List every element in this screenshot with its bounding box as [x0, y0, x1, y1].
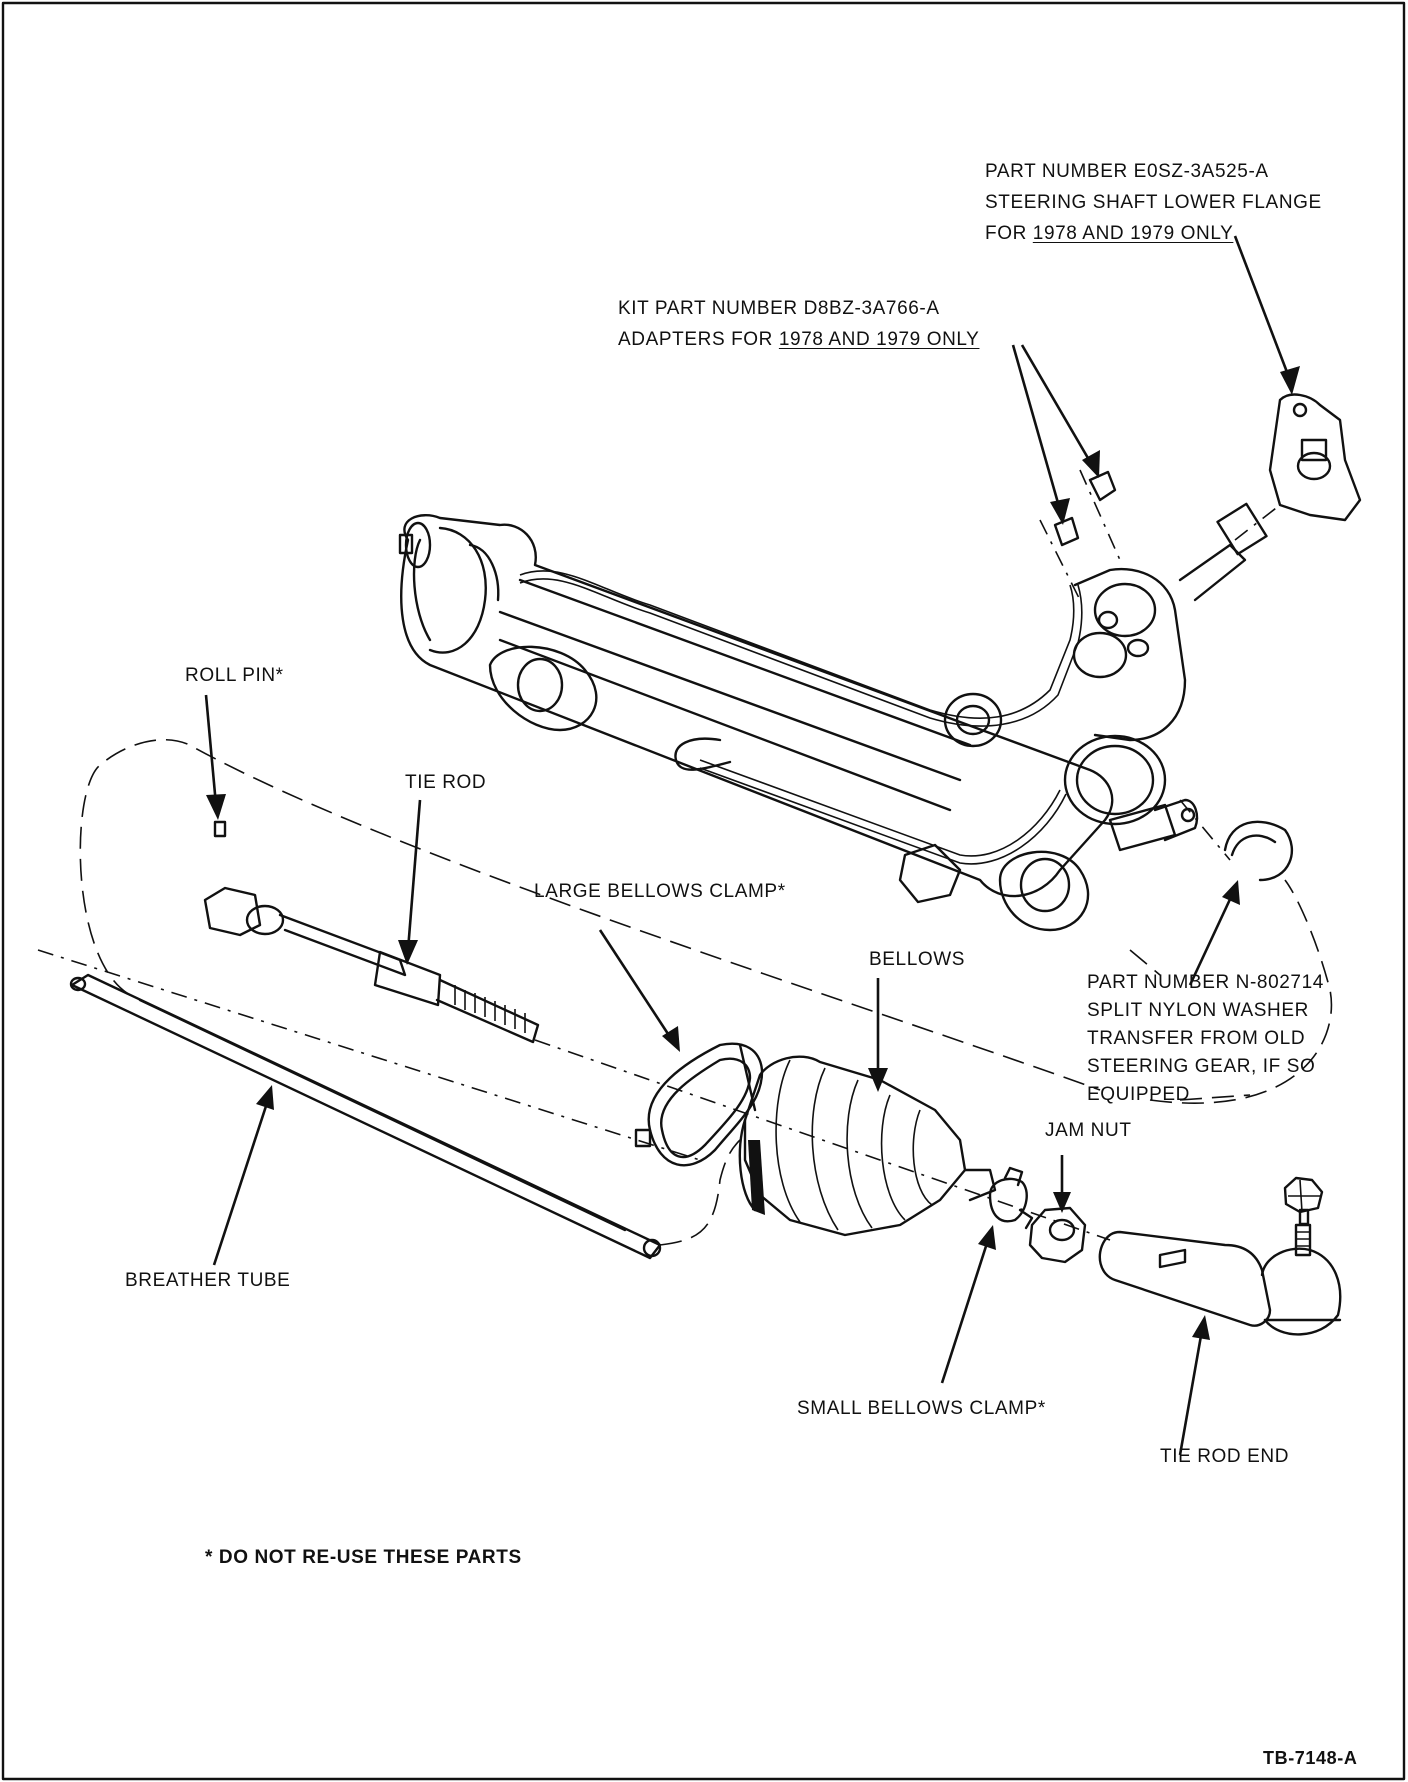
jam-nut-label: JAM NUT — [1045, 1120, 1132, 1141]
breather-tube-label: BREATHER TUBE — [125, 1270, 291, 1291]
washer-label-line5: EQUIPPED — [1087, 1084, 1190, 1105]
kit-label-line2: ADAPTERS FOR 1978 AND 1979 ONLY — [618, 324, 979, 355]
flange-label-line3: FOR 1978 AND 1979 ONLY — [985, 218, 1322, 249]
tie-rod-part — [203, 820, 540, 1044]
washer-label-line2: SPLIT NYLON WASHER — [1087, 1000, 1309, 1021]
kit-label-line1: KIT PART NUMBER D8BZ-3A766-A — [618, 298, 940, 319]
footnote: * DO NOT RE-USE THESE PARTS — [205, 1547, 522, 1568]
large-bellows-clamp-label: LARGE BELLOWS CLAMP* — [534, 881, 786, 902]
roll-pin-part — [213, 820, 227, 838]
breather-tube-part — [69, 973, 662, 1260]
small-bellows-clamp-label: SMALL BELLOWS CLAMP* — [797, 1398, 1046, 1419]
washer-label-line4: STEERING GEAR, IF SO — [1087, 1056, 1316, 1077]
flange-label-line2: STEERING SHAFT LOWER FLANGE — [985, 192, 1322, 213]
tie-rod-end-part — [1098, 1176, 1342, 1336]
large-bellows-clamp-part — [634, 1042, 764, 1167]
bellows-part — [738, 1055, 997, 1237]
tie-rod-end-label: TIE ROD END — [1160, 1446, 1290, 1467]
flange-label-line3-prefix: FOR — [985, 223, 1033, 244]
kit-label-line2-underlined: 1978 AND 1979 ONLY — [778, 329, 980, 350]
washer-label-line1: PART NUMBER N-802714 — [1087, 972, 1324, 993]
bellows-label: BELLOWS — [869, 949, 966, 970]
kit-label-line2-prefix: ADAPTERS FOR — [618, 329, 779, 350]
jam-nut-part — [1028, 1206, 1087, 1264]
tie-rod-label: TIE ROD — [405, 772, 487, 793]
roll-pin-label: ROLL PIN* — [185, 665, 284, 686]
washer-label-line3: TRANSFER FROM OLD — [1087, 1028, 1306, 1049]
flange-label: PART NUMBER E0SZ-3A525-A STEERING SHAFT … — [985, 156, 1322, 249]
leader-arrows — [204, 235, 1300, 1456]
flange-label-line1: PART NUMBER E0SZ-3A525-A — [985, 161, 1269, 182]
figure-code: TB-7148-A — [1263, 1748, 1358, 1768]
washer-label: PART NUMBER N-802714 SPLIT NYLON WASHER … — [1087, 969, 1324, 1109]
steering-gear-housing — [398, 393, 1362, 932]
small-bellows-clamp-part — [988, 1166, 1034, 1230]
flange-label-line3-underlined: 1978 AND 1979 ONLY — [1032, 223, 1234, 244]
kit-label: KIT PART NUMBER D8BZ-3A766-A ADAPTERS FO… — [618, 293, 979, 355]
